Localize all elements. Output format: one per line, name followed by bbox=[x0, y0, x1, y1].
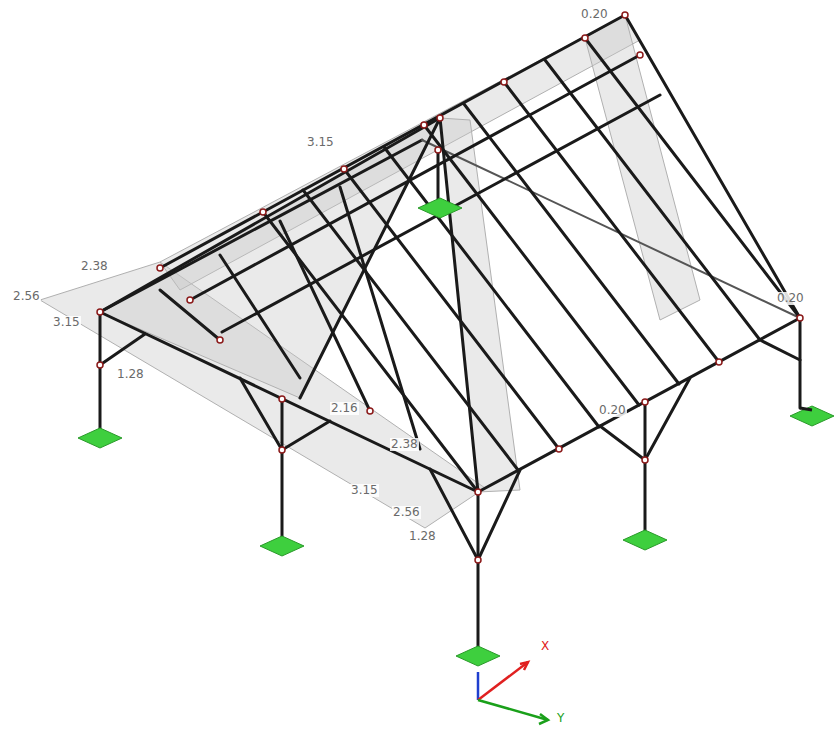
axis-label: X bbox=[540, 640, 550, 653]
load-value: 2.38 bbox=[80, 260, 109, 273]
load-value: 0.20 bbox=[580, 8, 609, 21]
load-value: 3.15 bbox=[306, 136, 335, 149]
load-value: 1.28 bbox=[408, 530, 437, 543]
load-value: 2.56 bbox=[392, 506, 421, 519]
load-value: 1.28 bbox=[116, 368, 145, 381]
load-value: 2.16 bbox=[330, 402, 359, 415]
load-value: 3.15 bbox=[52, 316, 81, 329]
load-value: 2.38 bbox=[390, 438, 419, 451]
load-value: 0.20 bbox=[776, 292, 805, 305]
load-value: 0.20 bbox=[598, 404, 627, 417]
load-value: 2.56 bbox=[12, 290, 41, 303]
axis-label: Y bbox=[556, 712, 565, 725]
load-value: 3.15 bbox=[350, 484, 379, 497]
